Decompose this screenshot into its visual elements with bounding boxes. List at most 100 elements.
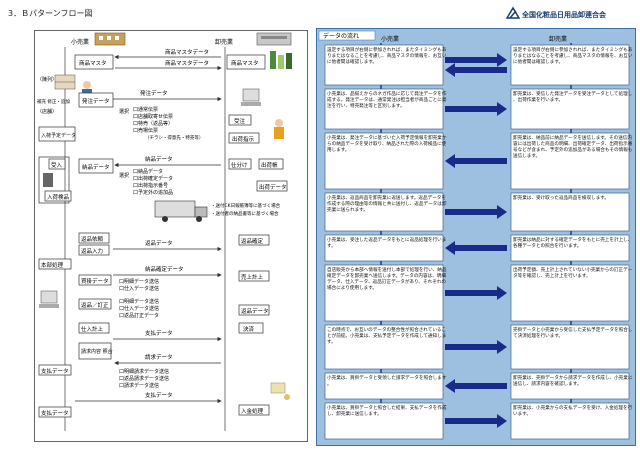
pay-flow2-label: 支払データ — [145, 391, 173, 399]
payment-text: 入金処理 — [241, 407, 264, 415]
deliv-option-3: 口出荷指示番号 — [133, 182, 168, 189]
whole-step-6-box — [510, 264, 630, 322]
pay-data-flow-label: 支払データ — [145, 329, 173, 337]
accept-opt-1: 口明細データ送信 — [119, 278, 159, 285]
invoice-text: 請求内容 照合 — [81, 348, 113, 355]
order-entry-box — [38, 126, 76, 142]
shelf-label: （陳列） — [37, 76, 57, 83]
flow-arrow-6 — [445, 286, 507, 300]
whole-step-3-box — [510, 132, 630, 190]
settle-text: 決済 — [243, 325, 255, 333]
receive-box — [228, 114, 252, 126]
truck-icon — [154, 200, 208, 222]
return-confirm-text: 返品確定 — [241, 237, 264, 245]
return-confirm-box — [238, 234, 270, 246]
retail-step-3-box — [324, 132, 444, 190]
retail-step-2-text: 小売業は、品揃えからのネガ作品に応じて発注データを作成する。発注データは、通常発… — [327, 90, 447, 109]
order-data-flow-label: 発注データ — [140, 89, 168, 97]
right-col-retailer: 小売業 — [381, 35, 399, 43]
retail-step-4-text: 小売業は、返品商品を卸売業に返送します。返品データを作成する際の理由等の情報と共… — [327, 194, 447, 213]
scanner-icon — [43, 173, 53, 187]
left-flow-panel: 小売業 卸売業 商品マスタデータ 商品マスタデータ 商品マスタ 商品マスタ （陳… — [34, 30, 308, 442]
whole-step-5-box — [510, 234, 630, 262]
return-req-text: 返品依頼 — [81, 235, 104, 243]
flow-arrow-8 — [445, 379, 507, 393]
accept-box — [48, 158, 66, 170]
retail-step-7-text: この時点で、お互いのデータの整合性が照合されていることが前提。小売業は、支払予定… — [327, 326, 446, 345]
flow-arrow-1 — [445, 53, 507, 67]
receive-text: 受注 — [234, 117, 246, 125]
select-label-2: 選択 — [119, 172, 129, 179]
retail-step-3-text: 小売業は、発注データに基づいた入荷予定情報を卸売業からの納品データを受け取り、納… — [327, 134, 447, 153]
retail-step-1-text: 設定する項目が右側に参加されれば、またタイミングもありまたはなることを考慮し、商… — [327, 46, 447, 65]
hq-process-text: 本部処理 — [41, 261, 64, 269]
flow-arrow-2 — [445, 102, 507, 116]
retail-step-8-box — [324, 372, 444, 400]
whole-step-1-box — [510, 44, 630, 86]
right-header: データの流れ — [323, 32, 359, 40]
replenish-label: 補充 修正・追加 — [37, 98, 70, 105]
delivery-confirm-flow-label: 納品確定データ — [145, 265, 184, 273]
flow-arrow-4 — [445, 205, 507, 219]
org-logo-icon — [506, 6, 520, 19]
retail-step-9-box — [324, 402, 444, 440]
whole-step-5-text: 卸売業は納品に対する確定データをもとに売上を計上し、各種データとの照合を行います… — [513, 236, 632, 249]
whole-master-text: 商品マスタ — [231, 59, 259, 67]
page-title: 3．Ｂパターンフロー図 — [8, 9, 93, 18]
retail-step-5-box — [324, 234, 444, 262]
fix-opt-2: 口仕入データ送信 — [119, 305, 159, 312]
whole-step-2-box — [510, 88, 630, 130]
ship-order-box — [228, 132, 260, 144]
retail-step-5-text: 小売業は、受注した返品データをもとに返品処理を行います。 — [327, 236, 446, 249]
whole-step-2-text: 卸売業は、受信した発注データを受注データとして処理し、出荷作業を行います。 — [513, 90, 633, 103]
truck-note-1: ・送付CK日報帳簿等に基づく場合 — [211, 202, 281, 209]
ship-data-box — [256, 180, 288, 192]
retail-building-icon — [94, 32, 126, 46]
delivery-data-box — [78, 158, 114, 174]
order-option-3: 口特売（返品等） — [133, 120, 173, 127]
whole-step-4-box — [510, 192, 630, 232]
return-fix-box — [78, 298, 112, 310]
master-bottom-label: 商品マスタデータ — [165, 59, 209, 67]
whole-step-4-text: 卸売業は、受け取った返品商品を検収します。 — [513, 194, 609, 201]
flow-arrow-5 — [445, 241, 507, 255]
retail-step-7-box — [324, 324, 444, 370]
order-option-1: 口通常伝票 — [133, 106, 158, 113]
return-input-text: 返品入力 — [81, 247, 103, 255]
picking-box — [228, 158, 252, 170]
whole-step-6-text: 出荷予定額、売上計上されていない小売業からの訂正データ等を確認し、売上計上を行い… — [513, 266, 633, 279]
return-req-box — [78, 232, 110, 244]
accept-data-text: 買掛データ — [81, 277, 109, 285]
deliv-option-1: 口納品データ — [133, 168, 163, 175]
left-flow-diagram: 小売業 卸売業 商品マスタデータ 商品マスタデータ 商品マスタ 商品マスタ （陳… — [37, 32, 292, 431]
accept-data-box — [78, 274, 112, 286]
flow-arrow-3 — [445, 154, 507, 168]
fix-data-text: 返品データ — [241, 307, 269, 315]
shelf-icon — [54, 74, 76, 90]
inspect-box — [44, 190, 72, 202]
left-col-wholesaler: 卸売業 — [215, 38, 233, 46]
invoice-opt-2: 口返品請求データ送信 — [119, 375, 169, 382]
fix-opt-1: 口明細データ送信 — [119, 298, 159, 305]
sales-calc-box — [238, 270, 270, 282]
order-option-4: 口売場伝票 — [133, 127, 158, 134]
deliv-option-4: 口予定外の追加品 — [133, 189, 173, 196]
retail-master-box — [74, 54, 114, 70]
purchase-calc-text: 仕入計上 — [81, 325, 104, 333]
accept-opt-2: 口仕入データ送信 — [119, 285, 159, 292]
retail-step-2-box — [324, 88, 444, 130]
retail-step-1-box — [324, 44, 444, 86]
fix-data-box — [238, 304, 270, 316]
sales-calc-text: 売上計上 — [241, 273, 264, 281]
fix-opt-3: 口返品訂正データ — [119, 312, 159, 319]
pay-data2-box — [38, 406, 72, 418]
inspect-group — [38, 156, 70, 204]
whole-step-8-box — [510, 372, 630, 400]
right-col-wholesaler: 卸売業 — [549, 35, 567, 43]
whole-step-7-text: 売掛データと小売業から受信した支払予定データを照合して決済処理を行います。 — [513, 326, 633, 339]
pay-box-text: 支払データ — [41, 367, 69, 375]
flow-arrow-101 — [445, 63, 507, 77]
invoice-flow-label: 請求データ — [145, 353, 173, 361]
settle-box — [238, 322, 264, 334]
retail-master-text: 商品マスタ — [79, 59, 107, 67]
